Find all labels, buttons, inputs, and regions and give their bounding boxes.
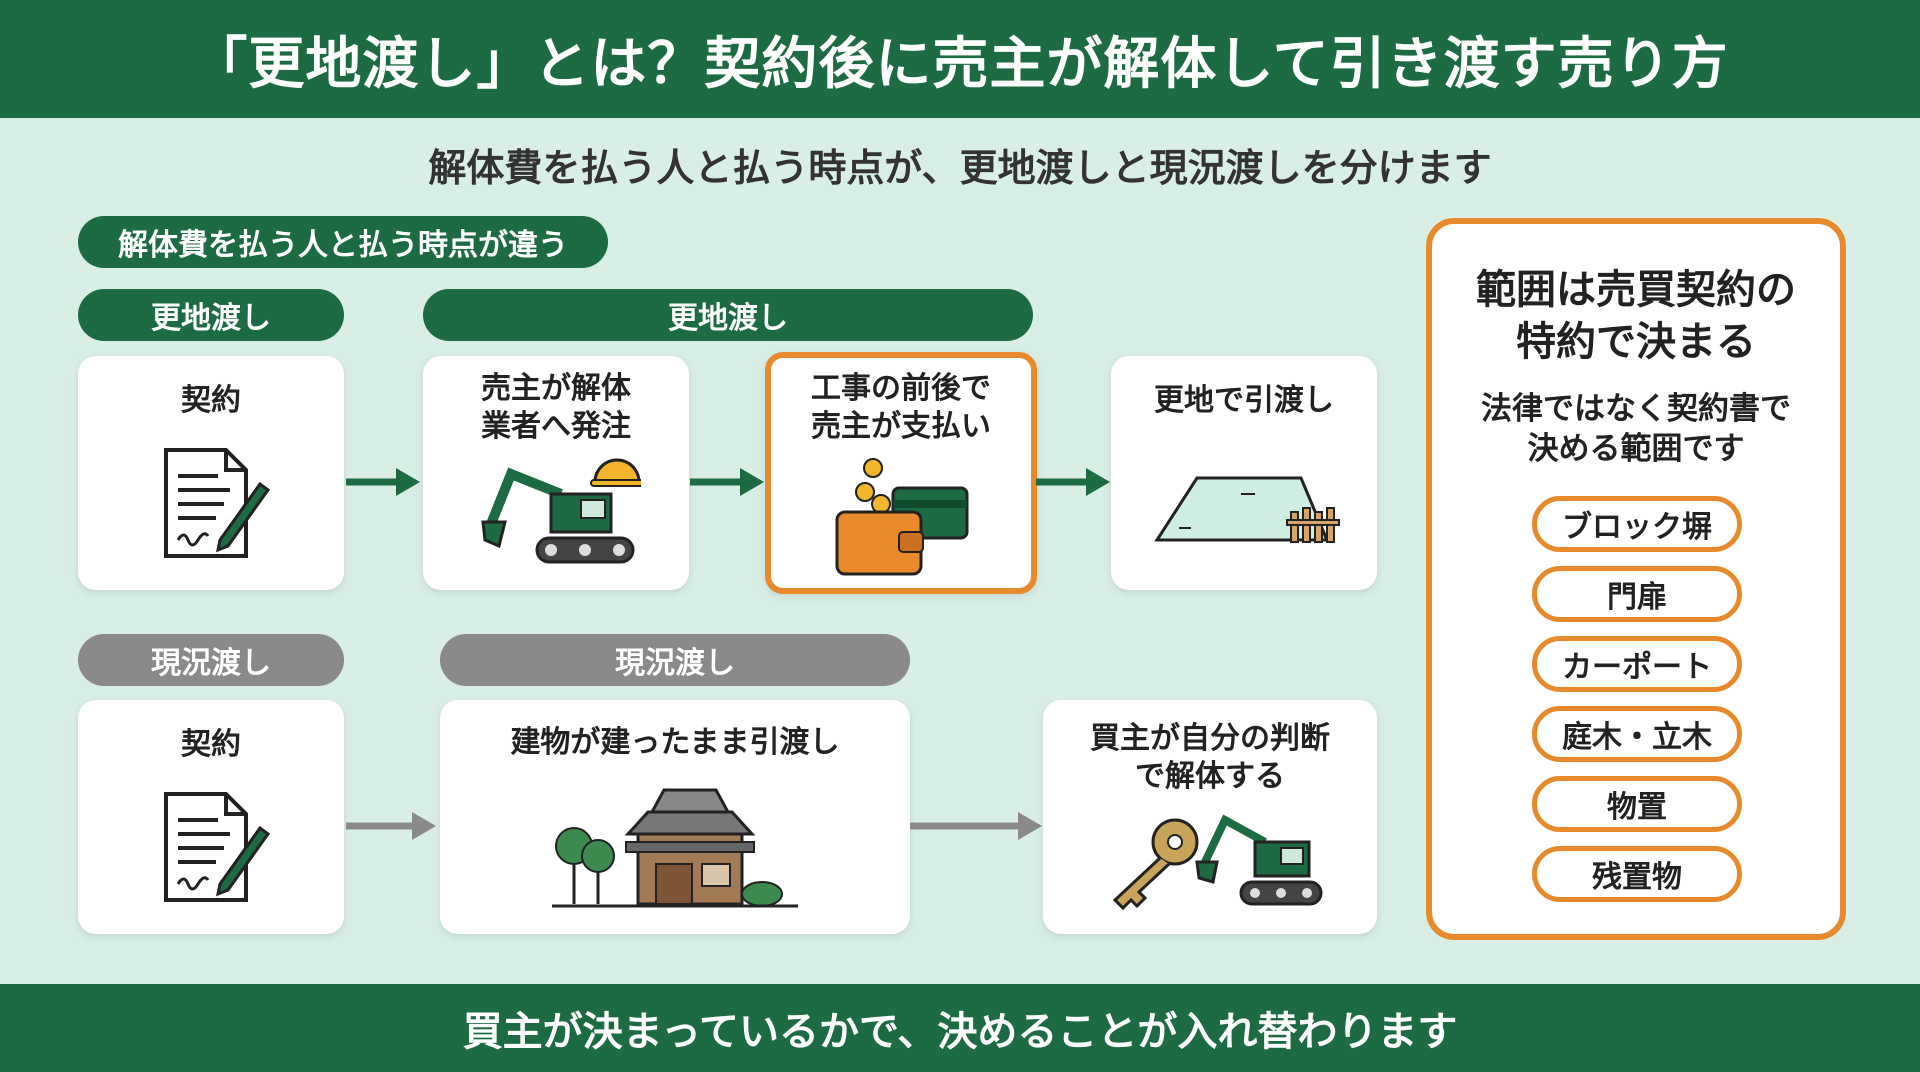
house-icon bbox=[552, 788, 798, 908]
side-note: 法律ではなく契約書で 決める範囲です bbox=[1481, 391, 1791, 467]
footer-caption: 買主が決まっているかで、決めることが入れ替わります bbox=[0, 984, 1920, 1072]
step-label: 建物が建ったまま引渡し bbox=[510, 725, 840, 760]
contract-document-icon bbox=[164, 792, 270, 902]
sarachi-step-contract: 契約 bbox=[78, 356, 344, 590]
scope-item: ブロック塀 bbox=[1532, 496, 1742, 552]
genkyo-label-span: 現況渡し bbox=[440, 634, 910, 686]
side-title: 範囲は売買契約の 特約で決まる bbox=[1476, 267, 1796, 365]
step-label: 契約 bbox=[181, 727, 241, 762]
contract-document-icon bbox=[164, 448, 270, 558]
arrow-right-icon bbox=[346, 812, 436, 840]
sarachi-step-order: 売主が解体 業者へ発注 bbox=[423, 356, 689, 590]
section-label: 解体費を払う人と払う時点が違う bbox=[78, 216, 608, 268]
scope-item: 門扉 bbox=[1532, 566, 1742, 622]
step-label: 更地で引渡し bbox=[1154, 383, 1334, 418]
sarachi-step-handover: 更地で引渡し bbox=[1111, 356, 1377, 590]
sarachi-label-left: 更地渡し bbox=[78, 289, 344, 341]
arrow-right-icon bbox=[690, 468, 764, 496]
step-label: 工事の前後で 売主が支払い bbox=[811, 371, 991, 444]
step-label: 買主が自分の判断 で解体する bbox=[1090, 721, 1330, 794]
scope-item: カーポート bbox=[1532, 636, 1742, 692]
vacant-land-icon bbox=[1154, 476, 1340, 543]
scope-item: 庭木・立木 bbox=[1532, 706, 1742, 762]
excavator-with-helmet-icon bbox=[481, 458, 641, 564]
genkyo-step-buyer-demolish: 買主が自分の判断 で解体する bbox=[1043, 700, 1377, 934]
genkyo-step-contract: 契約 bbox=[78, 700, 344, 934]
wallet-card-coins-icon bbox=[835, 458, 969, 576]
step-label: 契約 bbox=[181, 383, 241, 418]
special-terms-panel: 範囲は売買契約の 特約で決まる 法律ではなく契約書で 決める範囲です ブロック塀… bbox=[1426, 218, 1846, 940]
page-title: 「更地渡し」とは？契約後に売主が解体して引き渡す売り方 bbox=[0, 0, 1920, 118]
key-excavator-icon bbox=[1112, 814, 1323, 911]
scope-item: 物置 bbox=[1532, 776, 1742, 832]
genkyo-step-as-is: 建物が建ったまま引渡し bbox=[440, 700, 910, 934]
scope-item: 残置物 bbox=[1532, 846, 1742, 902]
arrow-right-icon bbox=[346, 468, 420, 496]
step-label: 売主が解体 業者へ発注 bbox=[481, 371, 631, 444]
arrow-right-icon bbox=[1036, 468, 1110, 496]
page-subtitle: 解体費を払う人と払う時点が、更地渡しと現況渡しを分けます bbox=[428, 146, 1492, 190]
sarachi-label-span: 更地渡し bbox=[423, 289, 1033, 341]
genkyo-label-left: 現況渡し bbox=[78, 634, 344, 686]
arrow-right-icon bbox=[910, 812, 1042, 840]
sarachi-step-payment: 工事の前後で 売主が支払い bbox=[765, 352, 1037, 594]
